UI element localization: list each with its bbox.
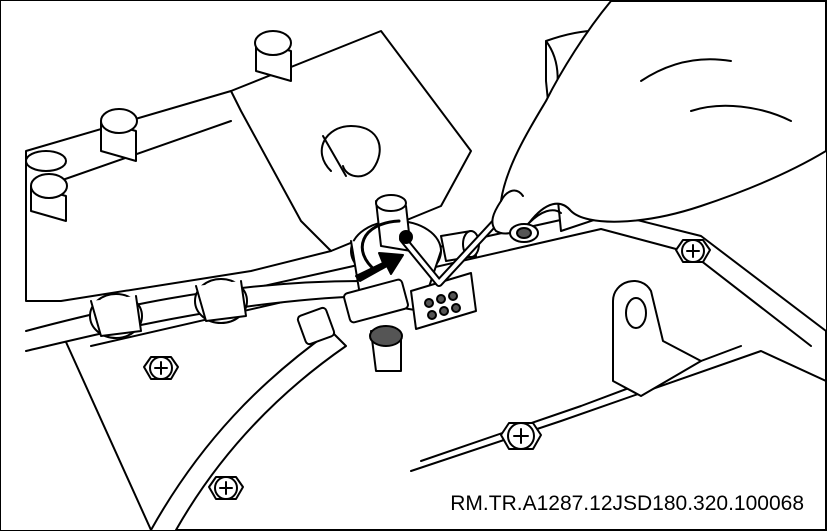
fuel-line	[25, 278, 367, 530]
mounting-bracket	[612, 280, 702, 397]
hex-key-icon	[399, 212, 505, 287]
upper-right-bolt	[509, 223, 539, 243]
arrow-icon	[355, 252, 404, 282]
hand-icon	[491, 1, 826, 235]
spring-clip	[320, 125, 381, 178]
connector-block	[410, 272, 477, 330]
bolt-posts	[25, 30, 292, 222]
reference-code: RM.TR.A1287.12JSD180.320.100068	[450, 492, 804, 515]
rotation-arrow-icon	[360, 219, 401, 273]
hose-nut	[296, 306, 336, 346]
